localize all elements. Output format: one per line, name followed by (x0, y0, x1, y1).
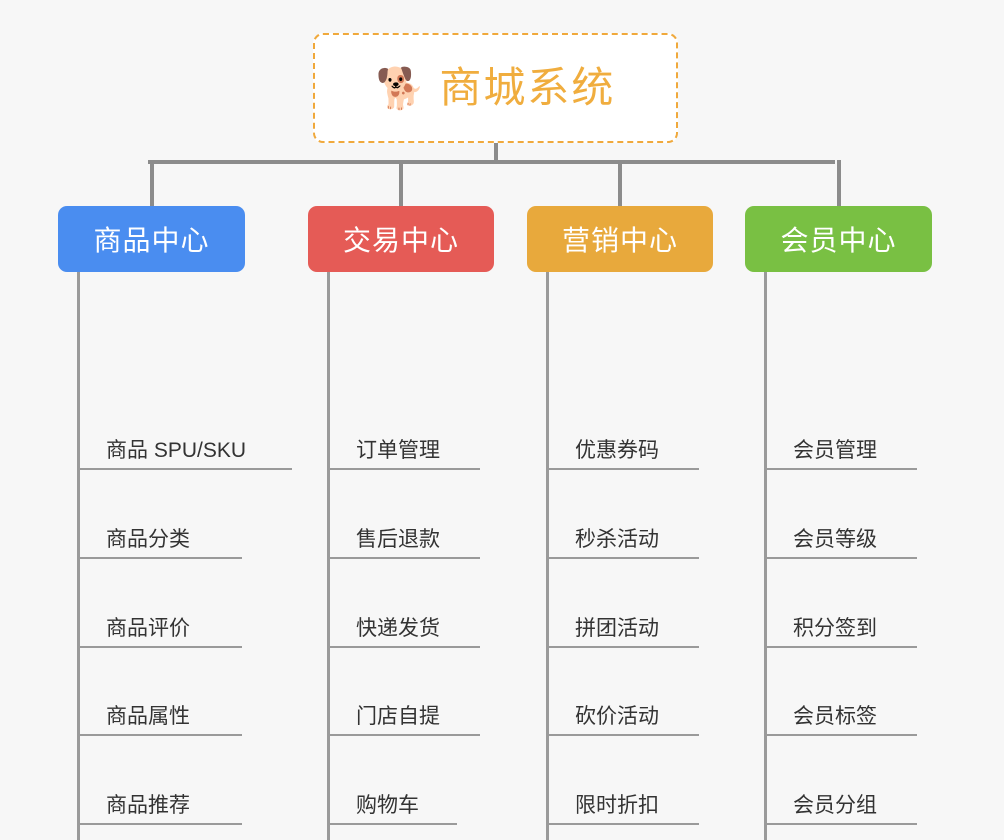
connector-horizontal-bus (148, 160, 835, 164)
leaf-underline (546, 468, 699, 470)
leaf-label: 购物车 (356, 794, 419, 817)
leaf-label: 会员等级 (793, 528, 877, 551)
connector-drop-trade-center (399, 160, 403, 210)
category-header-product-center[interactable]: 商品中心 (58, 206, 245, 272)
leaf-underline (546, 646, 699, 648)
leaf-label: 商品推荐 (106, 794, 190, 817)
leaf-underline (327, 646, 480, 648)
leaf-underline (764, 734, 917, 736)
leaf-underline (77, 557, 242, 559)
trunk-line-member-center (764, 272, 767, 840)
leaf-label: 会员管理 (793, 439, 877, 462)
connector-root-stem (494, 143, 498, 163)
column-trade-center: 交易中心订单管理售后退款快递发货门店自提购物车销售分佣 (308, 206, 494, 840)
leaf-label: 商品 SPU/SKU (106, 439, 247, 462)
leaf-label: 优惠券码 (575, 439, 659, 462)
connector-drop-marketing-center (618, 160, 622, 210)
leaf-underline (327, 468, 480, 470)
category-header-trade-center[interactable]: 交易中心 (308, 206, 494, 272)
leaf-underline (764, 468, 917, 470)
leaf-underline (77, 734, 242, 736)
leaf-label: 砍价活动 (575, 705, 659, 728)
leaf-underline (546, 823, 699, 825)
shiba-dog-emoji: 🐕 (375, 66, 426, 112)
leaf-label: 拼团活动 (575, 617, 659, 640)
leaf-underline (764, 646, 917, 648)
trunk-line-marketing-center (546, 272, 549, 840)
leaf-label: 商品分类 (106, 528, 190, 551)
leaf-label: 会员分组 (793, 794, 877, 817)
leaf-underline (764, 557, 917, 559)
leaf-label: 订单管理 (356, 439, 440, 462)
leaf-underline (546, 734, 699, 736)
root-title: 商城系统 (439, 64, 616, 111)
leaf-underline (77, 646, 242, 648)
leaf-label: 秒杀活动 (575, 528, 659, 551)
connector-drop-product-center (150, 160, 154, 210)
leaf-label: 快递发货 (356, 617, 440, 640)
leaf-label: 会员标签 (793, 705, 877, 728)
leaf-underline (77, 823, 242, 825)
leaf-label: 商品评价 (106, 617, 190, 640)
leaf-underline (77, 468, 292, 470)
leaf-label: 门店自提 (356, 705, 440, 728)
leaf-underline (327, 734, 480, 736)
leaf-underline (764, 823, 917, 825)
leaf-underline (327, 557, 480, 559)
column-marketing-center: 营销中心优惠券码秒杀活动拼团活动砍价活动限时折扣满减送 (527, 206, 713, 840)
leaf-label: 售后退款 (356, 528, 440, 551)
category-header-marketing-center[interactable]: 营销中心 (527, 206, 713, 272)
leaf-underline (327, 823, 457, 825)
connector-drop-member-center (837, 160, 841, 210)
trunk-line-product-center (77, 272, 80, 840)
leaf-label: 商品属性 (106, 705, 190, 728)
root-node[interactable]: 🐕 商城系统 (313, 33, 678, 143)
leaf-label: 积分签到 (793, 617, 877, 640)
leaf-underline (546, 557, 699, 559)
leaf-label: 限时折扣 (575, 794, 659, 817)
trunk-line-trade-center (327, 272, 330, 840)
column-member-center: 会员中心会员管理会员等级积分签到会员标签会员分组收货地址 (745, 206, 932, 840)
category-header-member-center[interactable]: 会员中心 (745, 206, 932, 272)
